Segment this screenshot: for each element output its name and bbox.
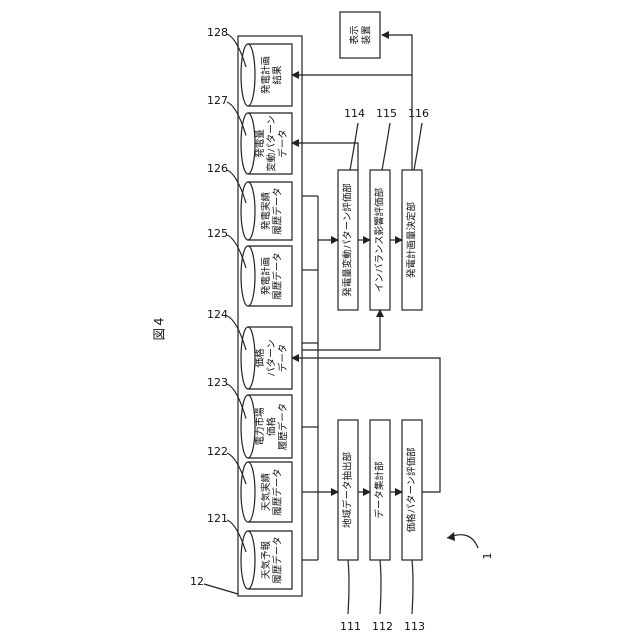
- unit-114-ref-leader: [350, 123, 358, 170]
- unit-114: 発電量変動パターン評価部 114: [338, 107, 365, 310]
- database-127-label-3: データ: [277, 129, 289, 158]
- unit-113: 価格パターン評価部 113: [402, 420, 425, 633]
- database-121-ref-number: 121: [207, 512, 228, 525]
- display-device: 表示 装置: [340, 12, 380, 58]
- unit-116-ref-leader: [414, 123, 422, 170]
- storage-ref-leader: [204, 584, 238, 594]
- database-123-label-2: 価格: [266, 417, 278, 437]
- unit-112: データ集計部 112: [370, 420, 393, 633]
- database-126-ref-number: 126: [207, 162, 228, 175]
- unit-113-ref-leader: [412, 560, 413, 614]
- unit-111-ref-number: 111: [340, 620, 361, 633]
- unit-112-label: データ集計部: [374, 461, 386, 518]
- database-124-label-3: データ: [277, 344, 289, 373]
- unit-116-ref-number: 116: [408, 107, 429, 120]
- unit-114-ref-number: 114: [344, 107, 365, 120]
- database-122-label-1: 天気実績: [260, 473, 272, 512]
- database-126-label-1: 発電実績: [260, 192, 272, 231]
- database-124-label-2: パターン: [267, 339, 278, 377]
- unit-115: インバランス影響評価部 115: [370, 107, 397, 310]
- database-121: 天気予報履歴データ 121: [207, 512, 292, 589]
- unit-111-label: 地域データ抽出部: [342, 452, 354, 528]
- database-121-label-1: 天気予報: [260, 541, 272, 580]
- display-device-label-1: 表示: [349, 25, 361, 44]
- unit-111-ref-leader: [348, 560, 349, 614]
- display-device-label-2: 装置: [361, 25, 373, 44]
- database-122-label-2: 履歴データ: [271, 468, 283, 516]
- database-125-label-1: 発電計画: [260, 257, 272, 295]
- database-125-label-2: 履歴データ: [271, 252, 283, 300]
- link-db124-115: [302, 310, 380, 350]
- unit-113-ref-number: 113: [404, 620, 425, 633]
- system-ref-number: 1: [481, 553, 494, 560]
- unit-115-ref-number: 115: [376, 107, 397, 120]
- unit-114-label: 発電量変動パターン評価部: [342, 183, 354, 297]
- unit-113-label: 価格パターン評価部: [406, 447, 418, 532]
- database-group: 天気予報履歴データ121天気実績履歴データ122電力市場価格履歴データ123価格…: [207, 26, 292, 589]
- database-123-ref-number: 123: [207, 376, 228, 389]
- database-121-label-2: 履歴データ: [271, 536, 283, 584]
- database-127-label-1: 発電量: [254, 129, 266, 158]
- unit-115-ref-leader: [382, 123, 390, 170]
- unit-112-ref-number: 112: [372, 620, 393, 633]
- database-124-ref-number: 124: [207, 308, 228, 321]
- unit-group: 地域データ抽出部 111 データ集計部 112 価格パターン評価部 113 発電量変動パター…: [338, 107, 429, 633]
- database-128-label-1: 発電計画: [260, 56, 272, 94]
- storage-ref-number: 12: [190, 575, 204, 588]
- unit-116: 発電計画量決定部 116: [402, 107, 429, 310]
- unit-112-ref-leader: [380, 560, 381, 614]
- database-124-label-1: 価格: [254, 348, 266, 368]
- unit-116-label: 発電計画量決定部: [406, 202, 418, 278]
- database-123-label-1: 電力市場: [254, 407, 266, 446]
- database-128-label-2: 結果: [271, 65, 283, 85]
- database-125-ref-number: 125: [207, 227, 228, 240]
- system-ref-arrowhead: [447, 532, 455, 541]
- database-127-ref-number: 127: [207, 94, 228, 107]
- database-127-label-2: 変動パターン: [266, 115, 278, 172]
- database-126-label-2: 履歴データ: [271, 187, 283, 235]
- system-ref: 1: [447, 532, 494, 560]
- unit-115-label: インバランス影響評価部: [374, 188, 386, 292]
- database-123-label-3: 履歴データ: [277, 403, 289, 451]
- unit-111: 地域データ抽出部 111: [338, 420, 361, 633]
- figure-title: 図４: [152, 315, 167, 340]
- database-128-ref-number: 128: [207, 26, 228, 39]
- database-122-ref-number: 122: [207, 445, 228, 458]
- link-116-display: [382, 35, 412, 75]
